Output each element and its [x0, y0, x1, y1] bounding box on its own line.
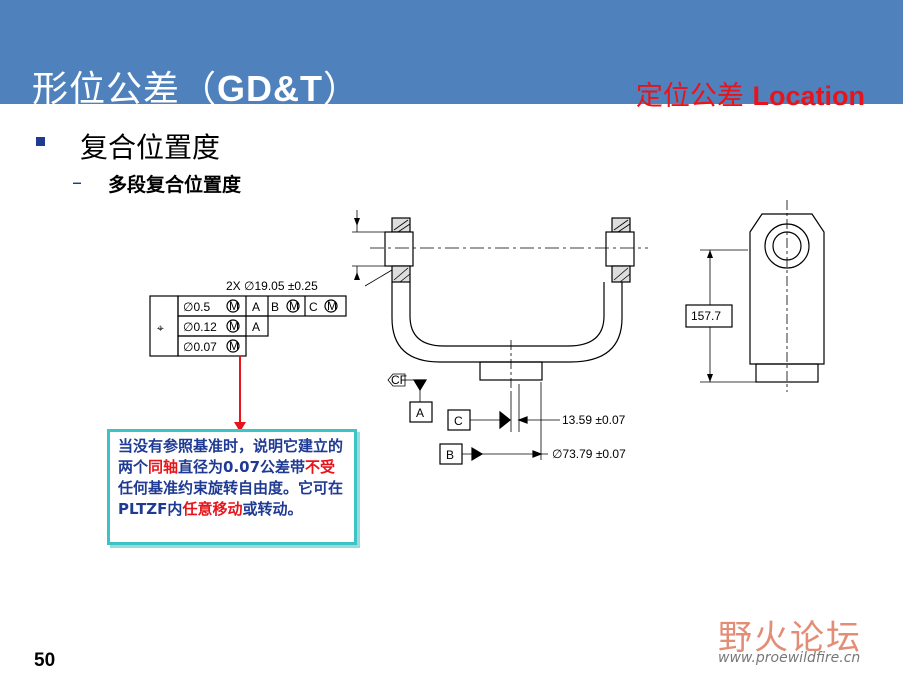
datum-a-label: A: [416, 406, 424, 420]
fcf-row-2-ref-a: A: [252, 320, 260, 334]
fcf-row-1-ref-a: A: [252, 300, 260, 314]
fcf-row-1-ref-c-mod: M: [327, 299, 337, 313]
slide-subtitle: 定位公差 Location: [636, 74, 865, 113]
watermark-url: www.proewildfire.cn: [718, 650, 861, 666]
note-seg-6: 任意移动: [182, 500, 243, 518]
subtitle-cn: 定位公差: [635, 81, 753, 112]
dim-b-value: ∅73.79 ±0.07: [552, 447, 626, 461]
note-seg-5: 任何基准约束旋转自由度。它可在PLTZF内: [118, 479, 344, 518]
bullet-level2: 多段复合位置度: [108, 174, 242, 196]
bracket-outer: [391, 282, 623, 363]
bullet-level1: 复合位置度: [80, 131, 221, 164]
datum-cf: CF: [391, 373, 407, 387]
datum-b-label: B: [446, 448, 454, 462]
dim-c-value: 13.59 ±0.07: [562, 413, 626, 427]
fcf-row-1-ref-c: C: [309, 300, 318, 314]
fcf-row-3: [177, 335, 247, 357]
annotation-text: 当没有参照基准时，说明它建立的两个同轴直径为0.07公差带不受任何基准约束旋转自…: [118, 436, 346, 520]
right-lug-bore: [605, 231, 635, 267]
fcf-row-2-mod: M: [229, 319, 239, 333]
left-lug-bore: [384, 231, 414, 267]
title-prefix: 形位公差（: [32, 69, 218, 110]
note-seg-4: 不受: [305, 458, 336, 476]
note-seg-3: 直径为0.07公差带: [178, 458, 306, 476]
watermark-logo: 野火论坛: [718, 618, 862, 658]
page-number: 50: [34, 650, 56, 671]
annotation-callout: 当没有参照基准时，说明它建立的两个同轴直径为0.07公差带不受任何基准约束旋转自…: [107, 429, 357, 545]
position-symbol-icon: ⌖: [157, 321, 164, 335]
fcf-symbol-cell: [149, 295, 179, 357]
hole-callout: 2X ∅19.05 ±0.25: [226, 279, 318, 293]
title-suffix: ）: [323, 69, 361, 110]
fcf-row-3-mod: M: [229, 339, 239, 353]
note-seg-7: 或转动。: [242, 500, 303, 518]
title-bar: [0, 0, 903, 104]
fcf-row-3-tol: ∅0.07: [183, 340, 217, 354]
bracket-inner: [409, 282, 605, 347]
title-latin: GD&T: [217, 68, 324, 109]
note-seg-2: 同轴: [148, 458, 179, 476]
fcf-row-2-tol: ∅0.12: [183, 320, 217, 334]
fcf-row-1-mod: M: [229, 299, 239, 313]
side-view-body: [749, 213, 825, 365]
fcf-row-1-ref-b-mod: M: [289, 299, 299, 313]
fcf-row-1-ref-b: B: [271, 300, 279, 314]
bullet-square-icon: [36, 137, 45, 146]
slide-title: 形位公差（GD&T）: [32, 60, 360, 112]
datum-a-box: [409, 401, 433, 423]
fcf-row-1-tol: ∅0.5: [183, 300, 210, 314]
bullet-dash: –: [72, 170, 82, 194]
note-seg-1: 当没有参照基准时，说明它建立的两个: [118, 437, 344, 476]
subtitle-latin: Location: [752, 81, 866, 111]
datum-c-label: C: [454, 414, 463, 428]
dim-height-value: 157.7: [691, 309, 721, 323]
